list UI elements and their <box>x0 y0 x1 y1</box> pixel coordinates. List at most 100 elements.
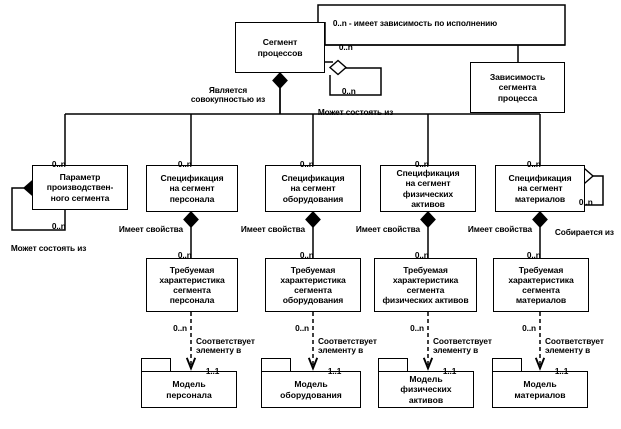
node-char-materials[interactable]: Требуемая характеристика сегмента матери… <box>493 258 589 312</box>
label-has-properties-equipment-text: Имеет свойства <box>240 223 306 234</box>
package-body-equipment: Модель оборудования <box>261 371 361 408</box>
node-model-physical-assets-label: Модель физических активов <box>400 374 452 405</box>
label-has-properties-personnel-text: Имеет свойства <box>118 223 184 234</box>
label-mult-char-bottom-materials: 0..n <box>512 314 536 343</box>
label-has-properties-materials: Имеет свойства <box>459 215 533 244</box>
label-mult-char-bottom-physical-text: 0..n <box>410 322 424 333</box>
label-is-aggregate-of-text: Является совокупностью из <box>190 84 266 105</box>
node-model-equipment[interactable]: Модель оборудования <box>261 358 361 408</box>
label-mult-spec-equipment: 0..n <box>291 150 314 179</box>
node-char-equipment[interactable]: Требуемая характеристика сегмента оборуд… <box>265 258 361 312</box>
label-may-consist-of-multiplicity: 0..n <box>333 77 356 106</box>
label-mult-param-text: 0..n <box>51 158 66 169</box>
node-char-personnel[interactable]: Требуемая характеристика сегмента персон… <box>146 258 238 312</box>
label-dependency-multiplicity-text: 0..n <box>338 41 353 52</box>
node-char-equipment-label: Требуемая характеристика сегмента оборуд… <box>280 264 346 306</box>
label-corresponds-materials-text: Соответствует элементу в <box>545 335 604 356</box>
node-model-personnel-label: Модель персонала <box>166 379 212 400</box>
label-corresponds-equipment: Соответствует элементу в <box>318 327 377 356</box>
label-mult-char-personnel-text: 0..n <box>177 249 192 260</box>
label-mult-char-bottom-physical: 0..n <box>400 314 424 343</box>
package-tab-materials <box>492 358 522 372</box>
label-param-loop-multiplicity: 0..n <box>43 212 66 241</box>
node-model-materials-label: Модель материалов <box>514 379 566 400</box>
label-corresponds-personnel-text: Соответствует элементу в <box>196 335 255 356</box>
label-has-properties-equipment: Имеет свойства <box>232 215 306 244</box>
label-param-may-consist-of: Может состоять из <box>2 234 87 263</box>
dependency-note-text: 0..n - имеет зависимость по исполнению <box>324 9 562 38</box>
dependency-note-label: 0..n - имеет зависимость по исполнению <box>332 17 498 28</box>
node-spec-materials[interactable]: Спецификация на сегмент материалов <box>495 165 585 212</box>
label-mult-char-bottom-equipment: 0..n <box>285 314 309 343</box>
label-mult-model-personnel-text: 1..1 <box>205 365 220 376</box>
node-spec-personnel[interactable]: Спецификация на сегмент персонала <box>146 165 238 212</box>
node-spec-equipment[interactable]: Спецификация на сегмент оборудования <box>265 165 361 212</box>
node-char-personnel-label: Требуемая характеристика сегмента персон… <box>159 264 225 306</box>
label-corresponds-materials: Соответствует элементу в <box>545 327 604 356</box>
node-spec-materials-label: Спецификация на сегмент материалов <box>508 173 572 204</box>
label-has-properties-physical: Имеет свойства <box>347 215 421 244</box>
node-char-physical-assets[interactable]: Требуемая характеристика сегмента физиче… <box>374 258 477 312</box>
label-mult-spec-physical: 0..n <box>406 150 429 179</box>
label-mult-char-equipment: 0..n <box>291 241 314 270</box>
node-process-segment-dependency[interactable]: Зависимость сегмента процесса <box>470 62 565 113</box>
label-materials-loop-multiplicity: 0..n <box>570 188 593 217</box>
label-may-consist-of: Может состоять из <box>309 98 394 127</box>
label-param-loop-multiplicity-text: 0..n <box>51 220 66 231</box>
label-mult-char-bottom-personnel-text: 0..n <box>173 322 187 333</box>
node-spec-personnel-label: Спецификация на сегмент персонала <box>160 173 224 204</box>
node-char-physical-assets-label: Требуемая характеристика сегмента физиче… <box>382 264 469 306</box>
label-mult-char-materials: 0..n <box>518 241 541 270</box>
package-tab-physical <box>378 358 408 372</box>
node-process-segment-dependency-label: Зависимость сегмента процесса <box>489 72 546 103</box>
node-char-materials-label: Требуемая характеристика сегмента матери… <box>508 264 574 306</box>
label-mult-model-personnel: 1..1 <box>197 357 220 386</box>
label-dependency-multiplicity: 0..n <box>330 33 353 62</box>
label-mult-model-materials-text: 1..1 <box>554 365 569 376</box>
node-spec-physical-assets[interactable]: Спецификация на сегмент физических актив… <box>380 165 476 212</box>
node-model-physical-assets[interactable]: Модель физических активов <box>378 358 474 408</box>
label-mult-model-materials: 1..1 <box>546 357 569 386</box>
node-model-materials[interactable]: Модель материалов <box>492 358 588 408</box>
label-mult-spec-materials: 0..n <box>518 150 541 179</box>
label-mult-char-materials-text: 0..n <box>526 249 541 260</box>
label-may-consist-of-text: Может состоять из <box>317 106 394 117</box>
label-mult-char-physical: 0..n <box>406 241 429 270</box>
label-corresponds-equipment-text: Соответствует элементу в <box>318 335 377 356</box>
package-tab-personnel <box>141 358 171 372</box>
package-tab-equipment <box>261 358 291 372</box>
package-body-materials: Модель материалов <box>492 371 588 408</box>
label-mult-model-equipment-text: 1..1 <box>327 365 342 376</box>
label-is-aggregate-of: Является совокупностью из <box>186 76 270 105</box>
label-mult-model-physical: 1..1 <box>434 357 457 386</box>
label-may-consist-of-multiplicity-text: 0..n <box>341 85 356 96</box>
label-mult-spec-physical-text: 0..n <box>414 158 429 169</box>
label-mult-char-bottom-personnel: 0..n <box>163 314 187 343</box>
node-model-personnel[interactable]: Модель персонала <box>141 358 237 408</box>
package-body-physical: Модель физических активов <box>378 371 474 408</box>
node-process-segment-label: Сегмент процессов <box>257 37 303 58</box>
label-mult-model-equipment: 1..1 <box>319 357 342 386</box>
label-has-properties-physical-text: Имеет свойства <box>355 223 421 234</box>
label-has-properties-materials-text: Имеет свойства <box>467 223 533 234</box>
node-process-segment[interactable]: Сегмент процессов <box>235 22 325 73</box>
node-model-equipment-label: Модель оборудования <box>280 379 342 400</box>
label-collected-from: Собирается из <box>546 218 614 247</box>
label-mult-char-physical-text: 0..n <box>414 249 429 260</box>
node-production-segment-parameter-label: Параметр производствен- ного сегмента <box>46 172 114 203</box>
label-corresponds-physical-text: Соответствует элементу в <box>433 335 492 356</box>
label-mult-char-bottom-materials-text: 0..n <box>522 322 536 333</box>
label-mult-char-bottom-equipment-text: 0..n <box>295 322 309 333</box>
label-collected-from-text: Собирается из <box>554 226 614 237</box>
node-spec-physical-assets-label: Спецификация на сегмент физических актив… <box>396 168 460 209</box>
label-mult-spec-personnel: 0..n <box>169 150 192 179</box>
node-spec-equipment-label: Спецификация на сегмент оборудования <box>281 173 345 204</box>
label-corresponds-physical: Соответствует элементу в <box>433 327 492 356</box>
label-mult-model-physical-text: 1..1 <box>442 365 457 376</box>
label-mult-char-personnel: 0..n <box>169 241 192 270</box>
node-production-segment-parameter[interactable]: Параметр производствен- ного сегмента <box>32 165 128 210</box>
label-corresponds-personnel: Соответствует элементу в <box>196 327 255 356</box>
label-mult-spec-materials-text: 0..n <box>526 158 541 169</box>
label-materials-loop-multiplicity-text: 0..n <box>578 196 593 207</box>
